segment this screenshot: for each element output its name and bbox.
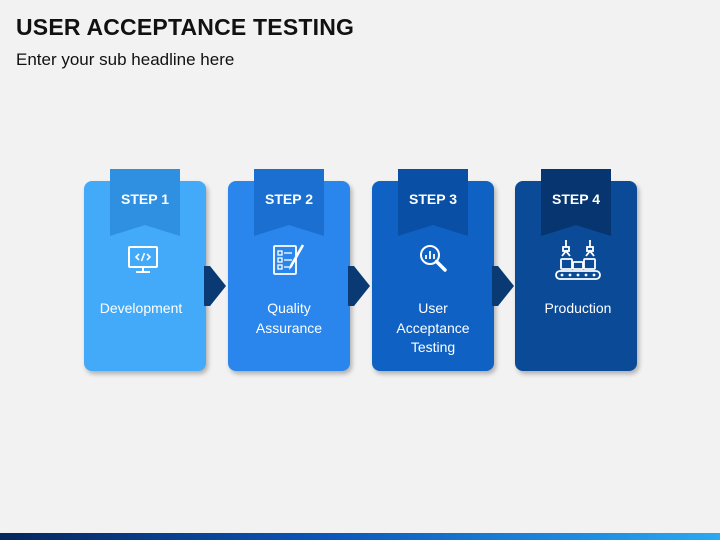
monitor-code-icon [125,240,165,280]
step-3-description-line: Acceptance [396,319,470,336]
step-4-label: STEP 4 [552,191,600,207]
page-title: USER ACCEPTANCE TESTING [16,14,355,40]
step-3-description-line: Testing [410,339,456,355]
robotic-assembly-icon [553,240,603,280]
step-1-tab: STEP 1 [110,169,180,236]
step-3-label: STEP 3 [409,191,457,207]
magnifier-chart-icon [413,240,453,280]
step-3-description-line: User [418,300,448,316]
bottom-accent-bar [0,533,720,540]
step-4-tab: STEP 4 [541,169,611,236]
step-2-description-line: Quality [267,300,311,316]
step-2-description: Quality Assurance [228,299,350,338]
checklist-document-icon [269,240,309,280]
step-3-description: User Acceptance Testing [372,299,494,358]
step-4-description-line: Production [544,300,612,316]
step-1-description: Development [80,299,202,319]
step-4-description: Production [517,299,639,319]
step-2-tab: STEP 2 [254,169,324,236]
arrow-right-icon [492,266,514,306]
step-3-tab: STEP 3 [398,169,468,236]
step-1-description-line: Development [99,300,183,316]
step-2-description-line: Assurance [255,319,323,336]
arrow-right-icon [204,266,226,306]
page-subtitle: Enter your sub headline here [16,50,235,69]
step-2-label: STEP 2 [265,191,313,207]
arrow-right-icon [348,266,370,306]
step-1-label: STEP 1 [121,191,169,207]
